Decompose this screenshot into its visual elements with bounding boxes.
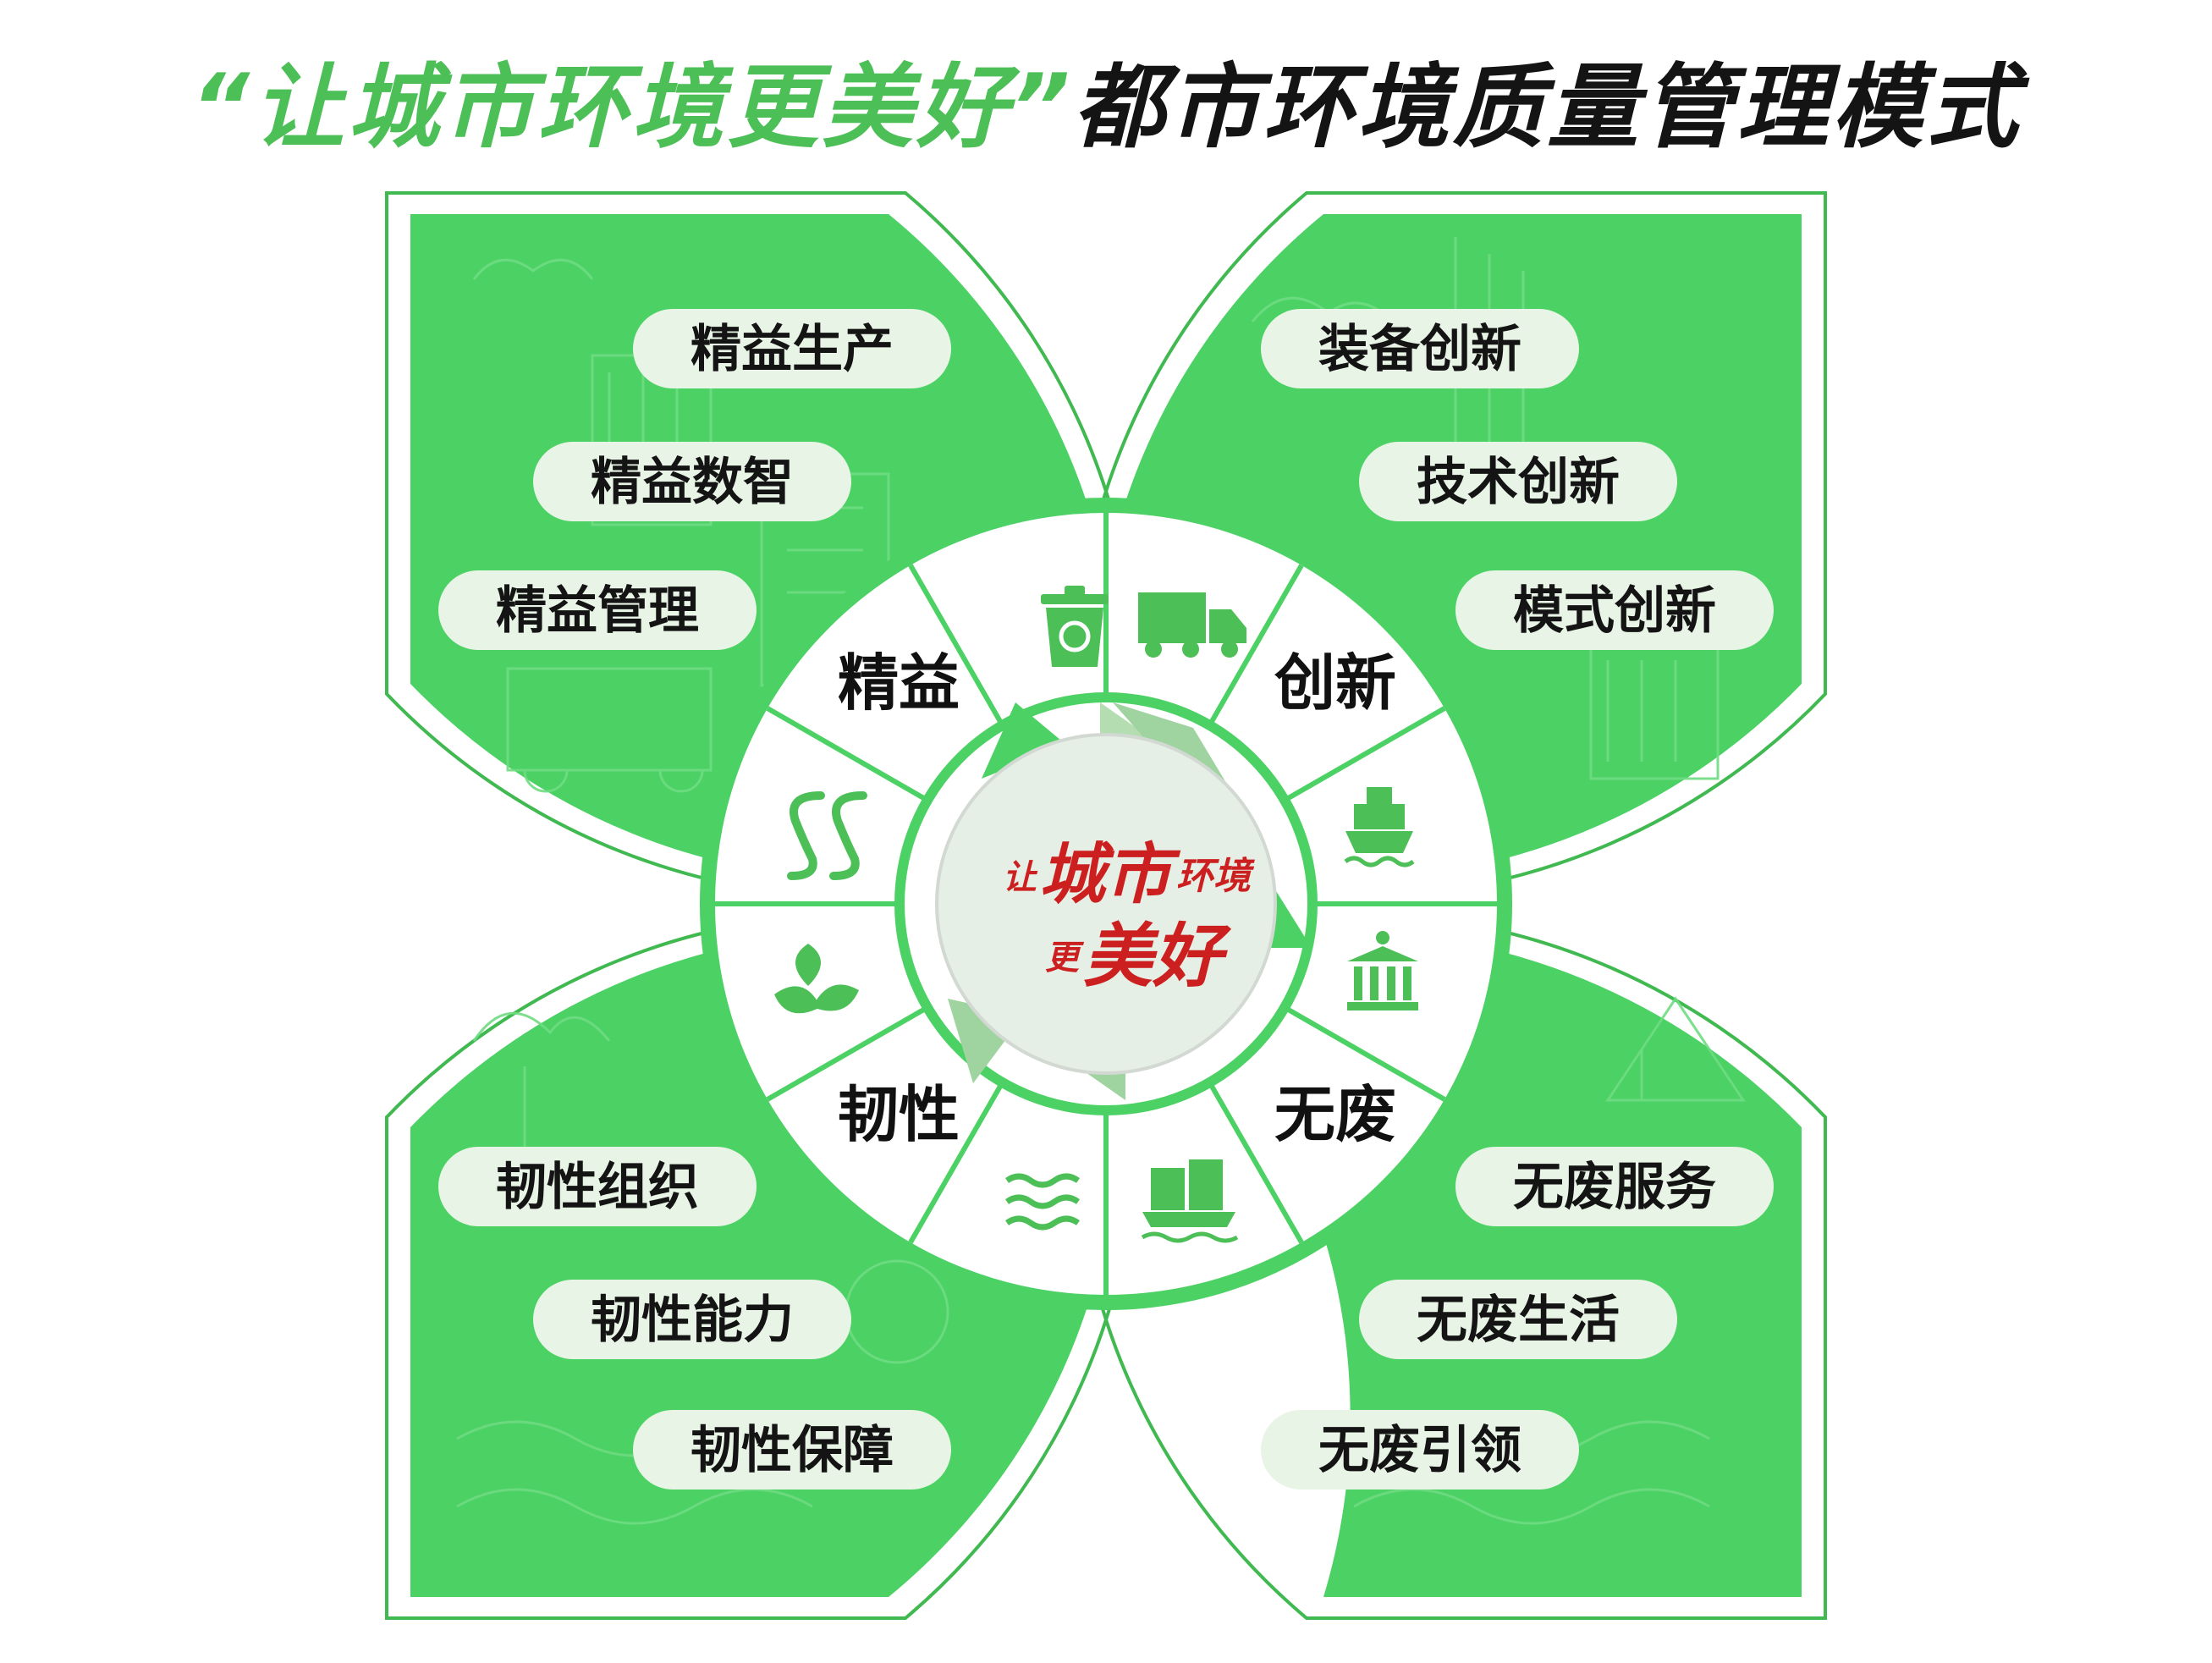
ss-logo-icon — [787, 791, 867, 880]
pill-group-top-right: 装备创新 技术创新 模式创新 — [1261, 309, 1774, 650]
title-slogan: “让城市环境更美好” — [190, 55, 1074, 161]
pill-label: 精益数智 — [591, 453, 794, 512]
pill-label: 无废服务 — [1513, 1158, 1716, 1217]
center-text-line2-big: 美好 — [1083, 916, 1232, 997]
page-title: “让城市环境更美好”都市环境质量管理模式 — [0, 34, 2212, 166]
pill-bg — [1261, 1410, 1579, 1490]
pill-bg — [1359, 1280, 1677, 1359]
center-text-line1-big: 城市 — [1039, 836, 1181, 913]
sector-label-renxing: 韧性 — [838, 1079, 960, 1150]
water-waves-icon — [1004, 1173, 1081, 1231]
sector-label-wufei: 无废 — [1274, 1079, 1396, 1150]
pill-bg — [1261, 309, 1579, 388]
pill-group-bottom-left: 韧性组织 韧性能力 韧性保障 — [438, 1147, 951, 1490]
pill-bg — [633, 309, 951, 388]
pill-label: 模式创新 — [1513, 581, 1716, 641]
pill-label: 技术创新 — [1417, 453, 1620, 512]
pill-label: 精益管理 — [496, 581, 699, 641]
sector-label-jingyi: 精益 — [838, 647, 960, 719]
wheel-spokes — [715, 513, 1497, 1295]
central-wheel: 精益 创新 韧性 无废 — [700, 498, 1512, 1310]
truck-icon — [1138, 592, 1246, 658]
pill-bg — [438, 1147, 757, 1226]
pill-group-top-left: 精益生产 精益数智 精益管理 — [438, 309, 951, 650]
center-text-line1-small: 让 — [1003, 857, 1038, 897]
leaves-icon — [774, 944, 859, 1014]
pill-label: 韧性能力 — [591, 1291, 794, 1350]
pill-label: 无废生活 — [1417, 1291, 1620, 1350]
pill-bg — [1455, 1147, 1774, 1226]
pill-bg — [533, 442, 851, 521]
ship-icon — [1344, 787, 1415, 867]
pill-label: 韧性保障 — [691, 1421, 894, 1480]
barge-icon — [1141, 1159, 1239, 1243]
center-disc — [935, 733, 1277, 1075]
pill-label: 韧性组织 — [496, 1158, 699, 1217]
pill-group-bottom-right: 无废服务 无废生活 无废引领 — [1261, 1147, 1774, 1490]
pill-bg — [438, 570, 757, 650]
pill-label: 装备创新 — [1318, 320, 1521, 379]
recycle-bin-icon — [1041, 586, 1109, 667]
building-icon — [1347, 931, 1418, 1010]
sector-label-chuangxin: 创新 — [1274, 647, 1396, 719]
pill-bg — [1455, 570, 1774, 650]
pill-bg — [1359, 442, 1677, 521]
pill-label: 精益生产 — [691, 320, 894, 379]
pill-bg — [633, 1410, 951, 1490]
pill-bg — [533, 1280, 851, 1359]
center-text-line2-small: 更 — [1045, 938, 1085, 977]
pill-label: 无废引领 — [1318, 1421, 1521, 1480]
title-main: 都市环境质量管理模式 — [1073, 55, 2022, 161]
center-text-line1-small2: 环境 — [1176, 855, 1255, 898]
